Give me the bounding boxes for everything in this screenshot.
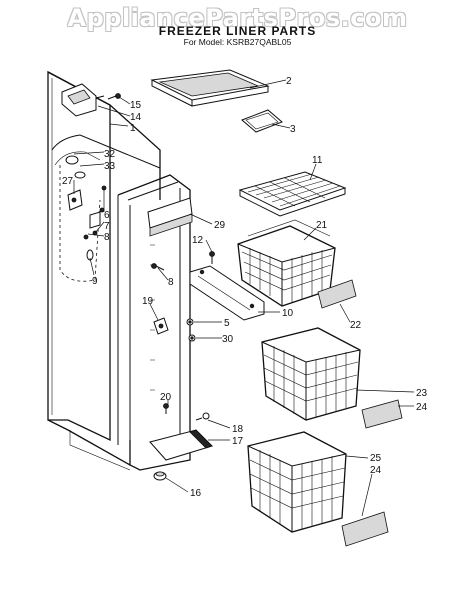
screw-30 xyxy=(188,334,196,342)
lower-basket-part xyxy=(247,431,347,533)
middle-basket-part xyxy=(261,327,361,421)
callout-labels: 2 3 15 14 1 32 33 27 6 7 8 9 11 21 29 12… xyxy=(62,76,428,499)
callout-6: 6 xyxy=(104,210,110,221)
callout-1: 1 xyxy=(130,123,136,134)
model-number: For Model: KSRB27QABL05 xyxy=(183,37,292,47)
callout-33: 33 xyxy=(104,161,116,172)
callout-30: 30 xyxy=(222,334,234,345)
callout-8: 8 xyxy=(104,232,110,243)
screw-15 xyxy=(107,93,121,100)
callout-17: 17 xyxy=(232,436,244,447)
callout-24a: 24 xyxy=(416,402,428,413)
watermark-logo: AppliancePartsPros.com xyxy=(67,4,408,32)
callout-14: 14 xyxy=(130,112,142,123)
callout-22: 22 xyxy=(350,320,362,331)
screw-12 xyxy=(209,251,215,264)
callout-15: 15 xyxy=(130,100,142,111)
callout-29: 29 xyxy=(214,220,226,231)
basket-front-24a xyxy=(361,399,403,429)
callout-10: 10 xyxy=(282,308,294,319)
screw-18 xyxy=(195,412,210,421)
callout-7: 7 xyxy=(104,221,110,232)
screw-8b xyxy=(151,263,165,271)
air-duct-part xyxy=(61,83,105,117)
basket-front-24b xyxy=(341,511,389,547)
diagram-title: FREEZER LINER PARTS xyxy=(158,24,317,38)
shelf-trim-part xyxy=(241,109,283,133)
callout-23: 23 xyxy=(416,388,428,399)
screw-5 xyxy=(186,318,194,326)
basket-front-22 xyxy=(317,279,357,309)
screw-20 xyxy=(163,403,169,414)
callout-5: 5 xyxy=(224,318,230,329)
freezer-liner-part xyxy=(47,70,191,471)
callout-25: 25 xyxy=(370,453,382,464)
leader-lines xyxy=(73,79,415,517)
cap-16-part xyxy=(153,471,167,481)
callout-24b: 24 xyxy=(370,465,382,476)
callout-19: 19 xyxy=(142,296,154,307)
slide-bracket-part xyxy=(189,265,265,321)
callout-27: 27 xyxy=(62,176,74,187)
callout-9: 9 xyxy=(92,276,98,287)
callout-11: 11 xyxy=(312,155,323,166)
wire-shelf-part xyxy=(238,171,347,217)
callout-8b: 8 xyxy=(168,277,174,288)
callout-3: 3 xyxy=(290,124,296,135)
callout-2: 2 xyxy=(286,76,292,87)
glass-shelf-part xyxy=(150,69,270,107)
callout-20: 20 xyxy=(160,392,172,403)
callout-18: 18 xyxy=(232,424,244,435)
clip-19-part xyxy=(153,317,169,335)
callout-12: 12 xyxy=(192,235,204,246)
callout-32: 32 xyxy=(104,149,116,160)
panel-29-part xyxy=(147,197,193,237)
callout-16: 16 xyxy=(190,488,202,499)
rail-17-part xyxy=(149,429,213,461)
callout-21: 21 xyxy=(316,220,328,231)
